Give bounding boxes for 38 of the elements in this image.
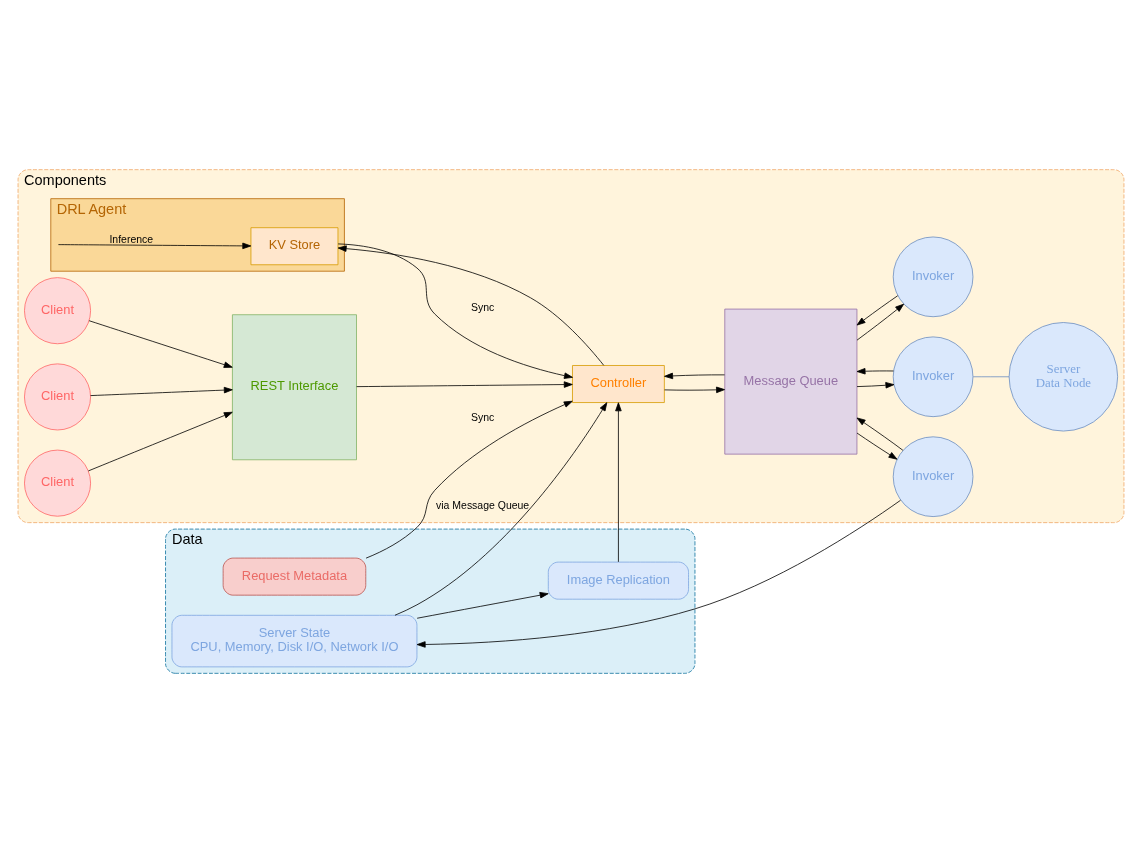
node-circle: Client [24,449,91,517]
arrow [337,243,573,379]
arrow [615,401,622,562]
arrow [856,432,898,460]
arrow [856,367,894,374]
node-circle: Invoker [892,435,974,517]
arrow [337,244,605,366]
connector [972,375,1010,377]
edge-label: Inference [109,233,154,245]
arrow [856,294,899,325]
arrow [664,386,725,393]
node-circle: Invoker [892,336,974,417]
arrow [416,499,901,648]
arrow [365,400,573,559]
node-box: Request Metadata [222,557,367,596]
node-box: Message Queue [724,308,858,455]
edge-label: via Message Queue [436,499,530,511]
arrow [416,591,549,619]
arrow [856,381,895,388]
arrow [856,303,904,341]
arrow [88,319,233,368]
edge-label: Sync [470,411,495,423]
arrow [856,417,904,451]
arrow [90,386,233,396]
node-circle: Client [24,362,91,430]
arrow [87,411,233,471]
arrow [394,401,608,616]
edge-label: Sync [470,301,495,313]
node-box: Controller [572,364,665,403]
node-box: Server State CPU, Memory, Disk I/O, Network I/O [171,614,418,667]
arrow [664,372,725,379]
arrow [57,242,252,249]
node-box: Image Replication [547,561,689,600]
node-box: REST Interface [232,313,357,460]
arrow [356,380,573,388]
node-circle: Server Data Node [1008,321,1119,431]
node-circle: Client [24,276,91,344]
node-box: KV Store [250,226,339,265]
